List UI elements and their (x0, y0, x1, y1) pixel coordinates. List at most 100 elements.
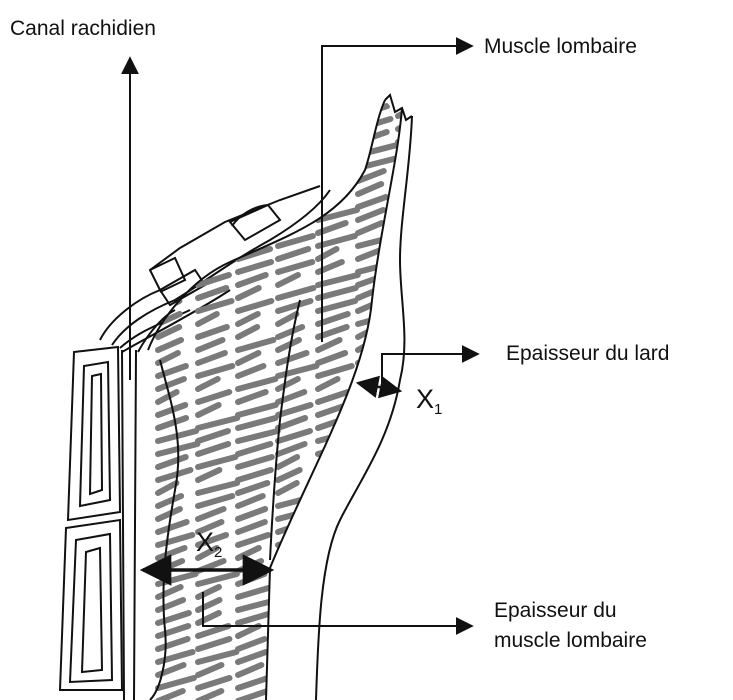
hatch-stroke (278, 678, 297, 688)
hatch-stroke (358, 288, 382, 298)
hatch-stroke (158, 509, 180, 519)
hatch-stroke (238, 483, 267, 493)
hatch-stroke (318, 626, 354, 636)
hatch-stroke (318, 275, 358, 285)
hatch-stroke (398, 236, 436, 246)
hatch-stroke (278, 691, 309, 700)
hatch-stroke (238, 353, 258, 363)
hatch-stroke (278, 132, 299, 142)
hatch-stroke (398, 249, 424, 259)
x2-subscript: 2 (214, 544, 222, 561)
hatch-stroke (158, 132, 187, 142)
hatch-stroke (358, 314, 394, 324)
hatch-stroke (358, 665, 384, 675)
hatch-stroke (198, 496, 232, 506)
hatch-stroke (398, 132, 420, 142)
hatch-stroke (358, 678, 379, 688)
hatch-stroke (318, 366, 352, 376)
hatch-stroke (318, 392, 348, 402)
hatch-stroke (158, 197, 185, 207)
hatch-stroke (278, 574, 317, 584)
hatch-stroke (158, 626, 188, 636)
hatch-stroke (318, 301, 355, 311)
hatch-stroke (278, 600, 310, 610)
hatch-stroke (318, 652, 346, 662)
hatch-stroke (318, 678, 346, 688)
hatch-stroke (318, 665, 344, 675)
hatch-stroke (318, 470, 340, 480)
hatch-stroke (238, 691, 267, 700)
hatch-stroke (238, 574, 264, 584)
hatch-stroke (318, 457, 344, 467)
hatch-stroke (238, 379, 275, 389)
hatch-stroke (398, 691, 431, 700)
hatch-stroke (198, 132, 221, 142)
hatch-stroke (318, 587, 357, 597)
hatch-stroke (358, 236, 397, 246)
label-muscle-lombaire: Muscle lombaire (484, 35, 637, 59)
hatch-stroke (358, 600, 392, 610)
hatch-stroke (238, 613, 272, 623)
hatch-stroke (398, 613, 423, 623)
hatch-stroke (398, 639, 436, 649)
hatch-stroke (198, 236, 219, 246)
hatch-stroke (318, 249, 337, 259)
hatch-stroke (278, 561, 312, 571)
hatch-stroke (398, 509, 420, 519)
hatch-stroke (238, 639, 264, 649)
hatch-stroke (278, 548, 312, 558)
hatch-stroke (198, 171, 228, 181)
hatch-stroke (358, 652, 378, 662)
hatch-stroke (358, 691, 389, 700)
hatch-stroke (278, 509, 316, 519)
hatch-stroke (238, 340, 273, 350)
hatch-stroke (278, 405, 311, 415)
hatch-stroke (318, 639, 339, 649)
hatch-stroke (358, 639, 384, 649)
hatch-stroke (398, 431, 418, 441)
hatch-stroke (358, 197, 386, 207)
hatch-stroke (158, 483, 176, 493)
hatch-stroke (198, 652, 236, 662)
hatch-stroke (238, 431, 278, 441)
hatch-stroke (278, 249, 308, 259)
hatch-stroke (318, 483, 345, 493)
hatch-stroke (238, 548, 259, 558)
hatch-stroke (398, 574, 418, 584)
hatch-stroke (358, 223, 382, 233)
hatch-stroke (398, 327, 424, 337)
hatch-stroke (238, 288, 259, 298)
hatch-stroke (238, 301, 271, 311)
hatch-stroke (318, 353, 345, 363)
hatch-stroke (198, 353, 225, 363)
hatch-stroke (198, 314, 217, 324)
hatch-stroke (158, 522, 187, 532)
hatch-stroke (238, 496, 263, 506)
hatch-stroke (198, 444, 228, 454)
hatch-stroke (238, 405, 276, 415)
hatch-stroke (158, 158, 185, 168)
x2-symbol: X (196, 527, 214, 557)
hatch-stroke (158, 171, 181, 181)
hatch-stroke (398, 340, 430, 350)
hatch-stroke (358, 522, 377, 532)
hatch-stroke (198, 288, 226, 298)
hatch-stroke (238, 392, 266, 402)
hatch-stroke (278, 379, 298, 389)
hatch-stroke (358, 158, 398, 168)
hatch-stroke (238, 600, 276, 610)
hatch-stroke (198, 106, 228, 116)
hatch-stroke (278, 106, 301, 116)
hatch-stroke (358, 548, 377, 558)
hatch-stroke (398, 522, 417, 532)
hatch-stroke (358, 405, 396, 415)
hatch-stroke (318, 119, 353, 129)
hatch-stroke (358, 119, 390, 129)
hatch-stroke (358, 613, 383, 623)
hatch-stroke (398, 457, 438, 467)
hatch-stroke (238, 470, 271, 480)
hatch-stroke (278, 353, 307, 363)
hatch-stroke (358, 210, 383, 220)
hatch-stroke (238, 119, 265, 129)
hatch-stroke (278, 639, 298, 649)
